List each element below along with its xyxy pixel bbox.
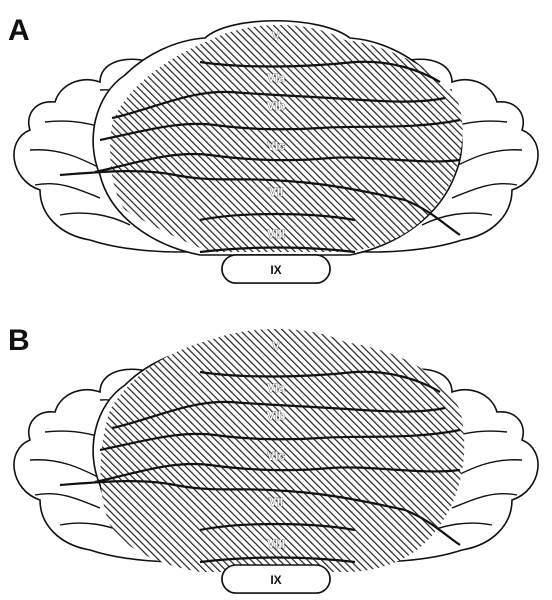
lobule-label: VIII	[267, 537, 285, 551]
lobule-label: VII	[269, 185, 284, 199]
lobule-label: VIc	[267, 449, 285, 463]
lobule-label: VIb	[267, 99, 286, 113]
lobule-label: VIa	[267, 381, 285, 395]
panel-letter-b: B	[8, 324, 30, 357]
lobule-label: IX	[270, 573, 281, 587]
lobule-label: VIc	[267, 139, 285, 153]
panel-b: B V VIa VIb VIc VII VIII IX	[8, 324, 538, 593]
lobule-label: VIb	[267, 409, 286, 423]
lobule-label: VII	[269, 495, 284, 509]
panel-a: A V VIa VIb VIc VII VIII IX	[8, 14, 538, 283]
lobule-label: IX	[270, 263, 281, 277]
lobule-label: VIa	[267, 71, 285, 85]
panel-letter-a: A	[8, 14, 30, 47]
lobule-label: V	[272, 29, 280, 43]
lobule-label: VIII	[267, 227, 285, 241]
lobule-label: V	[272, 339, 280, 353]
